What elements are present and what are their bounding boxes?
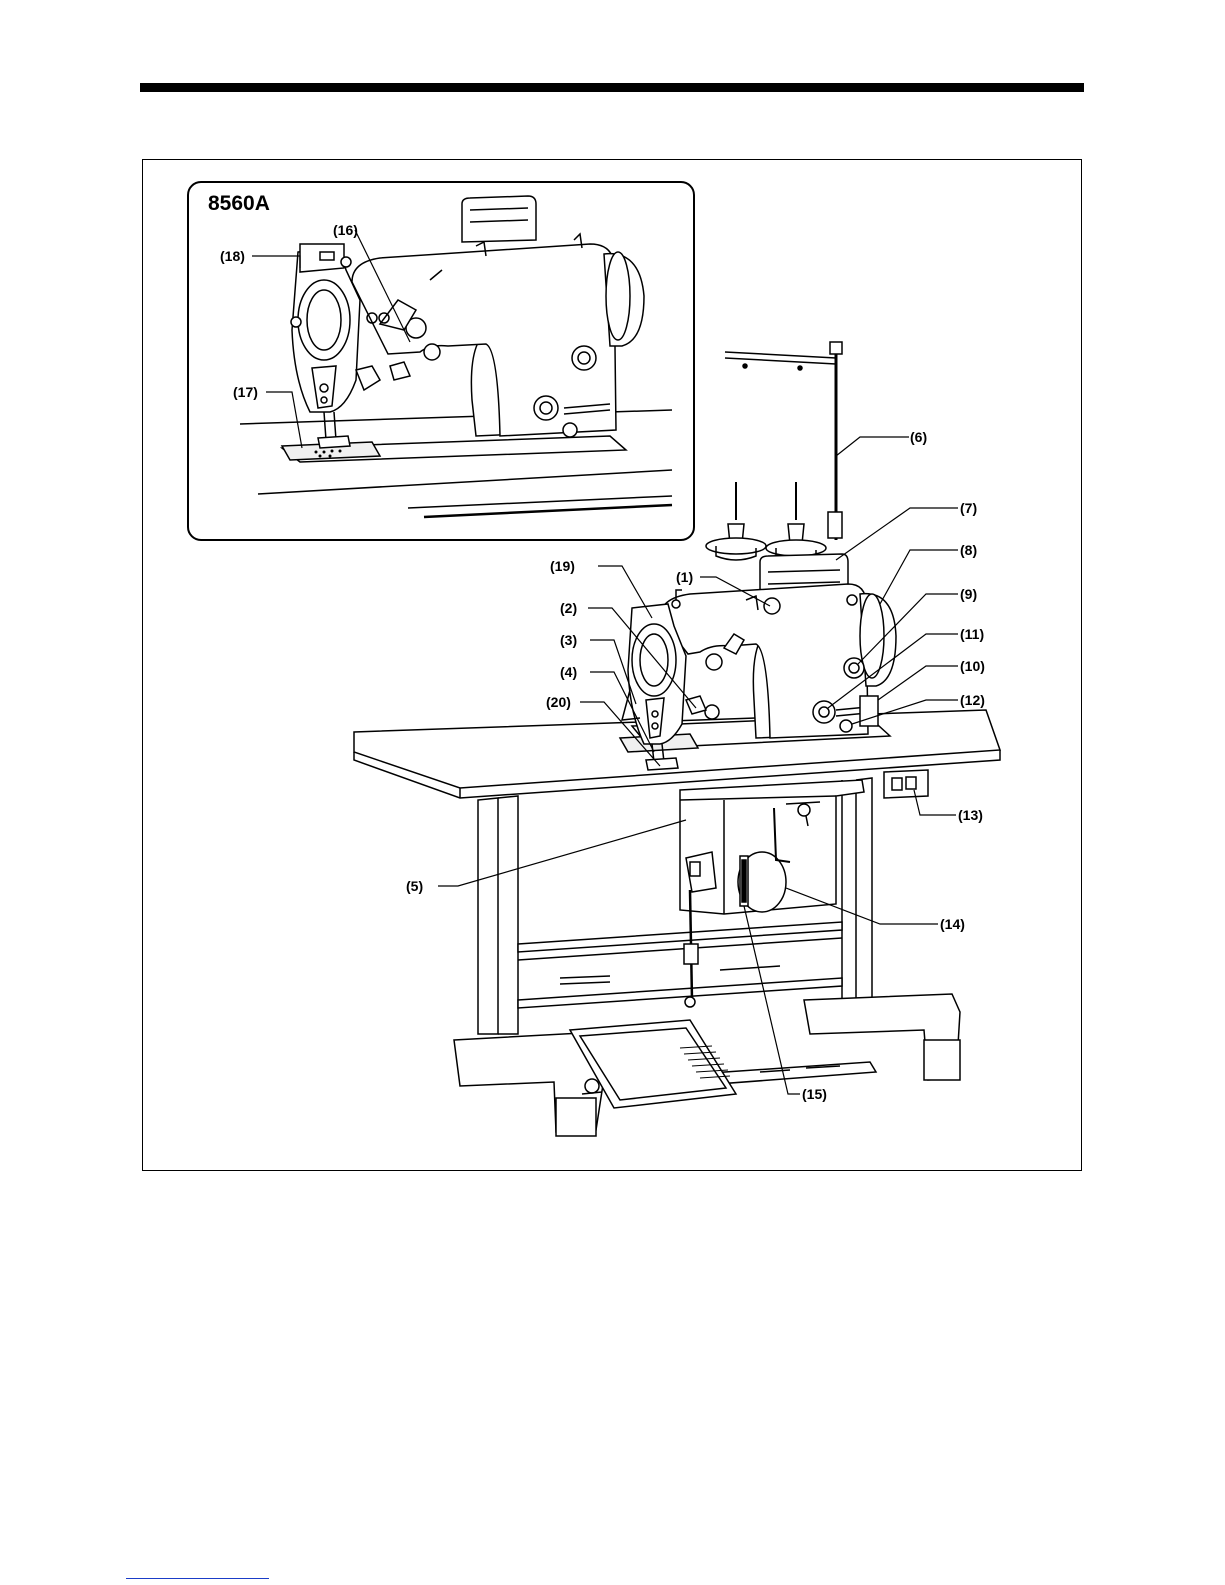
callout-16: (16) [333,222,358,238]
callout-7: (7) [960,500,977,516]
callout-2: (2) [560,600,577,616]
callout-6: (6) [910,429,927,445]
callout-19: (19) [550,558,575,574]
callout-10: (10) [960,658,985,674]
callout-12: (12) [960,692,985,708]
inset-machine [240,196,672,517]
callout-18: (18) [220,248,245,264]
callout-17: (17) [233,384,258,400]
callout-14: (14) [940,916,965,932]
main-machine [354,342,1000,1136]
callout-13: (13) [958,807,983,823]
callout-4: (4) [560,664,577,680]
callout-3: (3) [560,632,577,648]
callout-20: (20) [546,694,571,710]
callout-11: (11) [960,626,984,642]
callout-8: (8) [960,542,977,558]
callout-9: (9) [960,586,977,602]
callout-15: (15) [802,1086,827,1102]
footer-link-underline [126,1578,269,1579]
callout-1: (1) [676,569,693,585]
callout-5: (5) [406,878,423,894]
